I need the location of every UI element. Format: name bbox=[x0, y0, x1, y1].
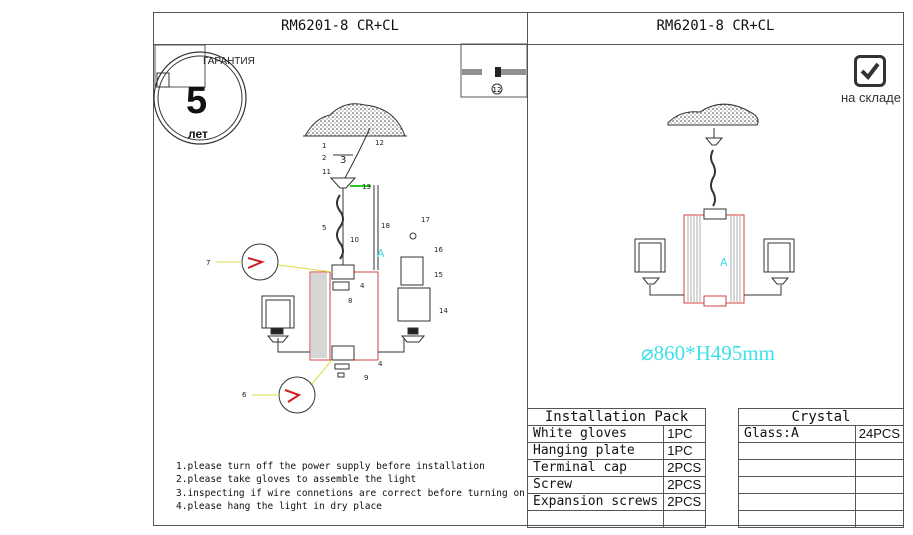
terminal-inset: 12 bbox=[460, 43, 528, 98]
svg-text:9: 9 bbox=[364, 374, 368, 382]
stock-label: на складе bbox=[841, 90, 901, 105]
note: 1.please turn off the power supply befor… bbox=[176, 461, 485, 472]
table-row bbox=[738, 476, 905, 494]
svg-text:8: 8 bbox=[348, 297, 352, 305]
panel-divider bbox=[527, 12, 528, 526]
dimensions-label: ⌀860*H495mm bbox=[641, 341, 775, 365]
table-row bbox=[738, 510, 905, 528]
svg-text:4: 4 bbox=[360, 282, 365, 290]
table-row bbox=[738, 459, 905, 477]
warranty-badge: ГАРАНТИЯ 5 лет bbox=[153, 44, 255, 145]
table-row bbox=[738, 493, 905, 511]
crystal-title: Crystal bbox=[738, 408, 904, 426]
table-row bbox=[738, 442, 905, 460]
installation-pack-title: Installation Pack bbox=[527, 408, 706, 426]
svg-text:12: 12 bbox=[375, 139, 384, 147]
note: 4.please hang the light in dry place bbox=[176, 500, 382, 512]
installation-notes: 1.please turn off the power supply befor… bbox=[176, 460, 525, 513]
note: 3.inspecting if wire connetions are corr… bbox=[176, 487, 525, 499]
left-title: RM6201-8 CR+CL bbox=[280, 18, 399, 34]
exploded-chandelier bbox=[216, 103, 431, 414]
svg-text:11: 11 bbox=[322, 168, 331, 176]
svg-text:A: A bbox=[720, 256, 728, 269]
svg-text:13: 13 bbox=[362, 183, 371, 191]
svg-text:6: 6 bbox=[242, 391, 247, 399]
svg-text:2: 2 bbox=[322, 154, 326, 162]
svg-text:17: 17 bbox=[421, 216, 430, 224]
checkbox-checked-icon bbox=[854, 55, 886, 87]
warranty-top-text: ГАРАНТИЯ bbox=[203, 56, 255, 67]
svg-text:16: 16 bbox=[434, 246, 443, 254]
warranty-number: 5 bbox=[186, 80, 207, 122]
svg-text:7: 7 bbox=[206, 259, 210, 267]
svg-text:5: 5 bbox=[322, 224, 326, 232]
right-title: RM6201-8 CR+CL bbox=[656, 18, 775, 34]
svg-text:3: 3 bbox=[340, 155, 346, 166]
svg-text:4: 4 bbox=[378, 360, 383, 368]
svg-text:10: 10 bbox=[350, 236, 359, 244]
part-number-labels: 1 2 3 4 4 5 6 7 8 9 10 11 12 13 14 15 16… bbox=[206, 139, 448, 399]
warranty-bottom-text: лет bbox=[188, 127, 208, 141]
assembled-chandelier: A bbox=[634, 103, 795, 307]
svg-text:12: 12 bbox=[493, 86, 502, 94]
svg-text:18: 18 bbox=[381, 222, 390, 230]
stock-status: на складе bbox=[837, 55, 905, 105]
svg-text:14: 14 bbox=[439, 307, 448, 315]
svg-text:A: A bbox=[377, 247, 385, 260]
table-row bbox=[526, 510, 706, 528]
svg-text:1: 1 bbox=[322, 142, 326, 150]
svg-text:15: 15 bbox=[434, 271, 443, 279]
note: 2.please take gloves to assemble the lig… bbox=[176, 474, 417, 486]
header-rule-left bbox=[153, 44, 527, 45]
header-rule-right bbox=[527, 44, 904, 45]
